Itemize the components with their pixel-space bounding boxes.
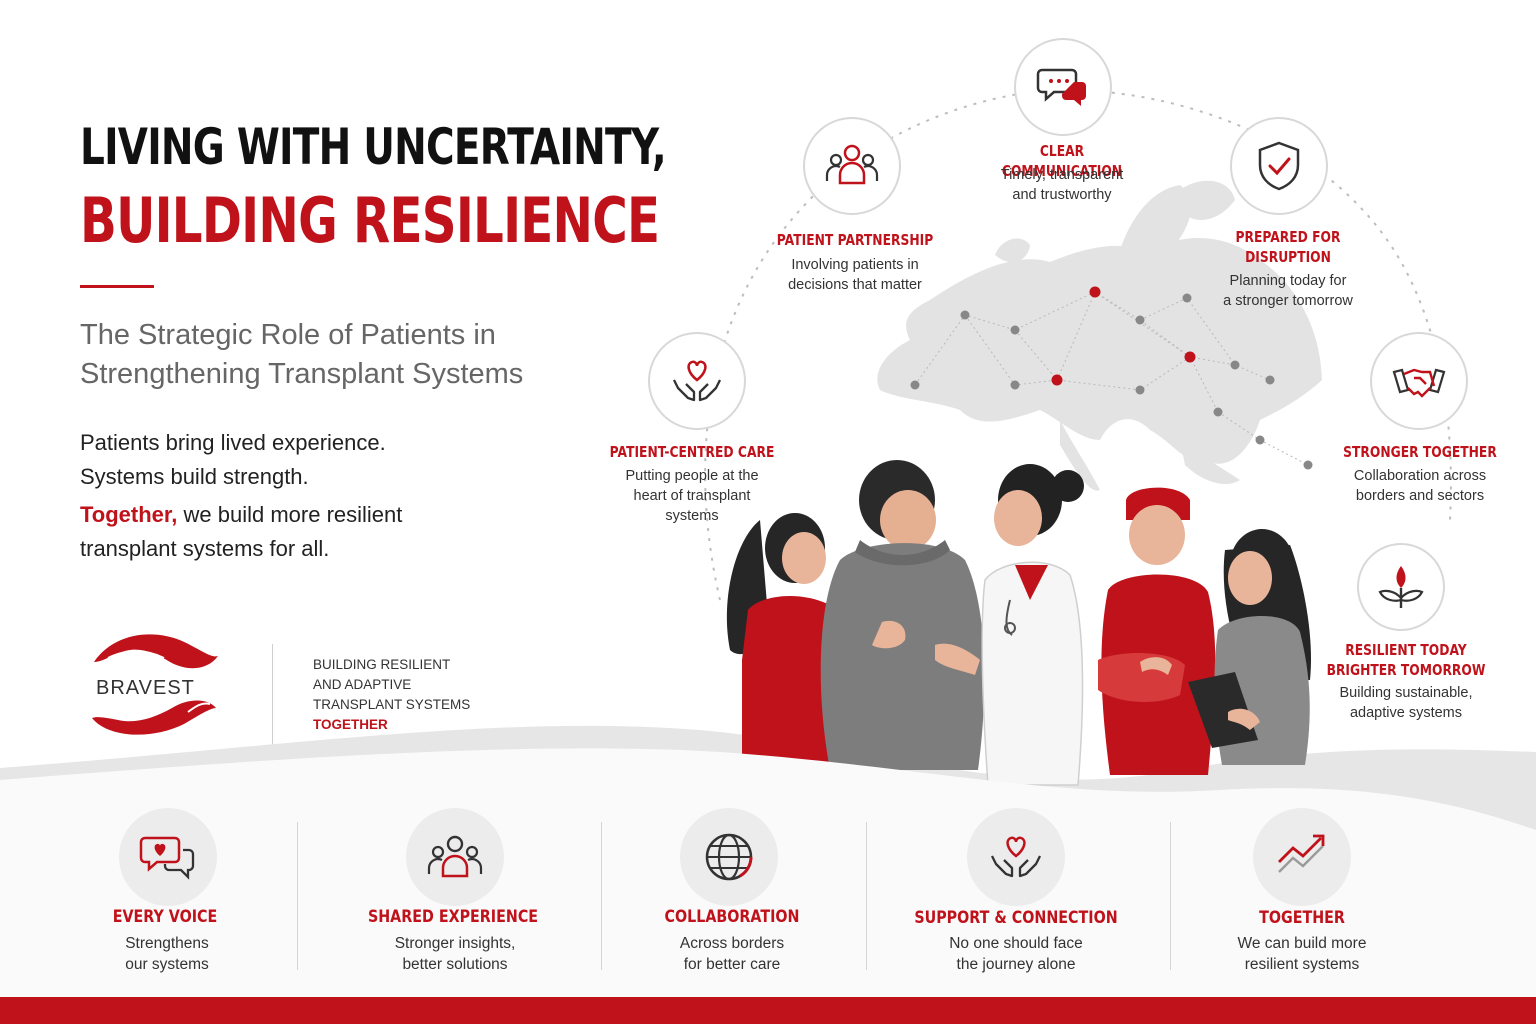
collaboration-icon-circle (680, 808, 778, 906)
heart-hands-icon (672, 360, 722, 402)
patient-centred-care-desc: Putting people at the heart of transplan… (590, 466, 794, 526)
together-desc-1: We can build more (1237, 935, 1367, 952)
patient-centred-care-icon-circle (648, 332, 746, 430)
logo-divider (272, 644, 273, 746)
patient-centred-care-title: PATIENT-CENTRED CARE (609, 443, 775, 461)
resilient-title-line-2: BRIGHTER TOMORROW (1326, 661, 1486, 679)
prepared-for-disruption-desc: Planning today for a stronger tomorrow (1190, 271, 1386, 311)
collaboration-title: COLLABORATION (664, 907, 800, 927)
subtitle: The Strategic Role of Patients in Streng… (80, 316, 620, 394)
prepared-for-disruption-title: PREPARED FOR DISRUPTION (1208, 227, 1369, 267)
shared-experience-desc-2: better solutions (402, 956, 508, 973)
together-title: TOGETHER (1259, 908, 1345, 928)
title-underline (80, 285, 154, 288)
prepared-desc-1: Planning today for (1229, 273, 1347, 289)
shared-experience-title: SHARED EXPERIENCE (367, 907, 539, 927)
every-voice-desc-1: Strengthens (125, 935, 209, 952)
stronger-desc-2: borders and sectors (1355, 488, 1485, 504)
bottom-separator-3 (866, 822, 867, 970)
title-line-2: BUILDING RESILIENCE (80, 184, 660, 257)
patient-centred-desc-2: heart of transplant (633, 488, 751, 504)
stronger-together-icon-circle (1370, 332, 1468, 430)
shared-experience-icon-circle (406, 808, 504, 906)
chat-bubbles-icon (1036, 68, 1086, 106)
tagline-line-3: TRANSPLANT SYSTEMS (313, 697, 471, 712)
clear-communication-desc-2: and trustworthy (1012, 187, 1112, 203)
every-voice-title: EVERY VOICE (112, 907, 218, 927)
logo-text: BRAVEST (96, 677, 195, 699)
every-voice-desc-2: our systems (125, 956, 209, 973)
support-connection-desc-1: No one should face (949, 935, 1083, 952)
resilient-today-title: RESILIENT TODAY BRIGHTER TOMORROW (1324, 640, 1488, 680)
intro-line-2: Systems build strength. (80, 464, 309, 489)
stronger-together-title: STRONGER TOGETHER (1343, 443, 1497, 461)
people-group-icon (825, 144, 879, 185)
intro-line-3-rest: we build more resilient (177, 502, 403, 527)
intro-text: Patients bring lived experience. Systems… (80, 426, 500, 566)
together-icon-circle (1253, 808, 1351, 906)
subtitle-line-2: Strengthening Transplant Systems (80, 358, 524, 390)
resilient-today-icon-circle (1357, 543, 1445, 631)
clear-communication-desc-1: Timely, transparent (1000, 167, 1124, 183)
prepared-for-disruption-icon-circle (1230, 117, 1328, 215)
prepared-title-line-1: PREPARED FOR (1235, 228, 1341, 246)
prepared-title-line-2: DISRUPTION (1245, 248, 1331, 266)
resilient-desc-2: adaptive systems (1349, 705, 1463, 721)
resilient-title-line-1: RESILIENT TODAY (1345, 641, 1467, 659)
heart-chat-icon (139, 836, 195, 880)
trend-up-icon (1278, 834, 1325, 873)
patient-partnership-title: PATIENT PARTNERSHIP (776, 231, 934, 249)
clear-communication-title: CLEAR COMMUNICATION (1001, 142, 1123, 180)
intro-line-3: Together, we build more resilient (80, 498, 500, 532)
bottom-separator-4 (1170, 822, 1171, 970)
support-connection-icon-circle (967, 808, 1065, 906)
patient-centred-desc-1: Putting people at the (625, 468, 759, 484)
collaboration-desc: Across borders for better care (602, 933, 862, 975)
tagline-line-4: TOGETHER (313, 717, 388, 732)
patient-centred-desc-3: systems (665, 508, 719, 524)
together-desc: We can build more resilient systems (1172, 933, 1432, 975)
collaboration-desc-1: Across borders (679, 935, 785, 952)
together-desc-2: resilient systems (1244, 956, 1360, 973)
intro-line-4: transplant systems for all. (80, 536, 330, 561)
title-line-1: LIVING WITH UNCERTAINTY, (80, 118, 667, 176)
tagline-line-1: BUILDING RESILIENT (313, 657, 451, 672)
intro-line-1: Patients bring lived experience. (80, 430, 386, 455)
subtitle-line-1: The Strategic Role of Patients in (80, 319, 496, 351)
stronger-desc-1: Collaboration across (1353, 468, 1487, 484)
resilient-today-desc: Building sustainable, adaptive systems (1306, 683, 1506, 723)
bottom-separator-1 (297, 822, 298, 970)
footer-bar (0, 997, 1536, 1024)
intro-highlight: Together, (80, 502, 178, 527)
globe-icon (705, 833, 753, 881)
tagline-line-2: AND ADAPTIVE (313, 677, 412, 692)
brand-tagline: BUILDING RESILIENT AND ADAPTIVE TRANSPLA… (313, 655, 470, 735)
people-group-icon (427, 835, 483, 878)
handshake-icon (1392, 368, 1446, 398)
clear-communication-desc: Timely, transparent and trustworthy (962, 165, 1162, 205)
support-connection-title: SUPPORT & CONNECTION (914, 908, 1118, 928)
every-voice-desc: Strengthens our systems (37, 933, 297, 975)
patient-partnership-desc: Involving patients in decisions that mat… (755, 255, 955, 295)
clear-communication-icon-circle (1014, 38, 1112, 136)
patient-partnership-desc-2: decisions that matter (788, 277, 922, 293)
shared-experience-desc-1: Stronger insights, (394, 935, 516, 952)
people-illustration (726, 460, 1311, 786)
stronger-together-desc: Collaboration across borders and sectors (1322, 466, 1518, 506)
resilient-desc-1: Building sustainable, (1339, 685, 1473, 701)
heart-hands-icon (990, 836, 1042, 878)
sprout-icon (1378, 566, 1424, 608)
shared-experience-desc: Stronger insights, better solutions (325, 933, 585, 975)
shield-check-icon (1258, 141, 1300, 191)
prepared-desc-2: a stronger tomorrow (1223, 293, 1353, 309)
support-connection-desc: No one should face the journey alone (886, 933, 1146, 975)
collaboration-desc-2: for better care (683, 956, 781, 973)
every-voice-icon-circle (119, 808, 217, 906)
patient-partnership-desc-1: Involving patients in (791, 257, 919, 273)
support-connection-desc-2: the journey alone (956, 956, 1076, 973)
patient-partnership-icon-circle (803, 117, 901, 215)
bottom-separator-2 (601, 822, 602, 970)
